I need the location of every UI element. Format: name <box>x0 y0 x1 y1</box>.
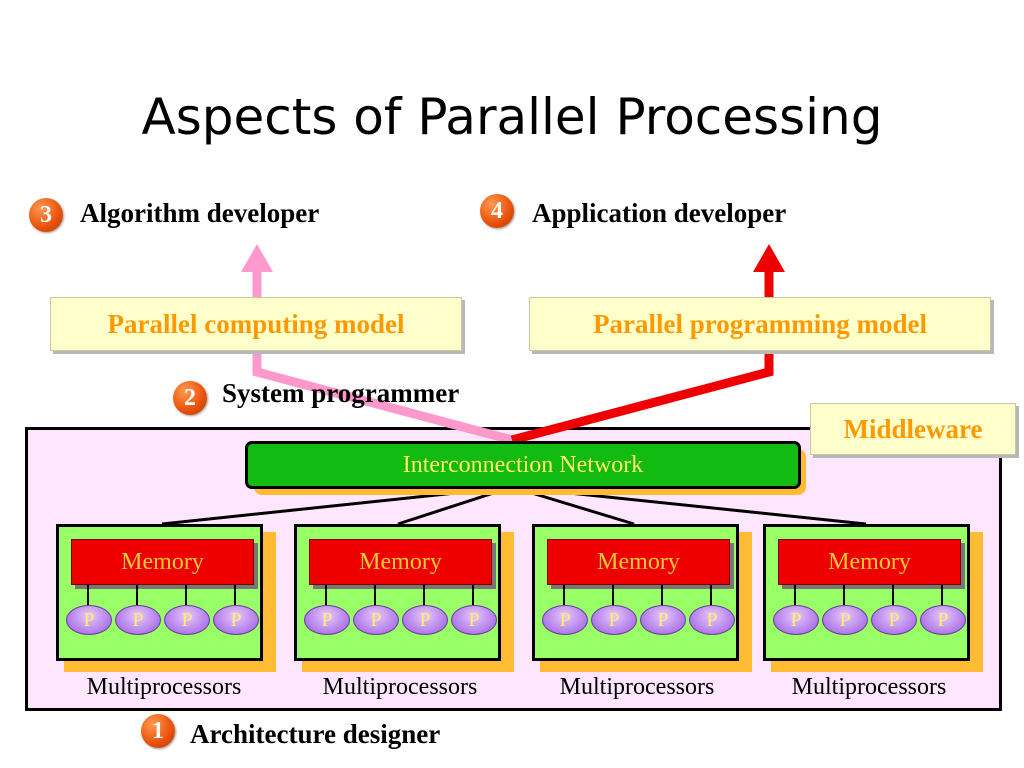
multiprocessor-block: Memory P P P P <box>294 524 501 661</box>
multiprocessor-caption: Multiprocessors <box>559 674 715 700</box>
role-label-system-programmer: System programmer <box>222 378 460 408</box>
computing-arrow <box>252 268 514 445</box>
memory-block: Memory <box>778 539 961 585</box>
slide-title: Aspects of Parallel Processing <box>141 88 883 146</box>
processor: P <box>773 605 819 635</box>
processor: P <box>304 605 350 635</box>
bus-link <box>794 585 796 605</box>
bus-link <box>374 585 376 605</box>
bus-link <box>472 585 474 605</box>
multiprocessor-block: Memory P P P P <box>763 524 970 661</box>
processor: P <box>871 605 917 635</box>
processor: P <box>822 605 868 635</box>
memory-block: Memory <box>309 539 492 585</box>
multiprocessor-caption: Multiprocessors <box>322 674 478 700</box>
parallel-programming-model-box: Parallel programming model <box>529 297 991 351</box>
bus-link <box>563 585 565 605</box>
role-label-architecture-designer: Architecture designer <box>190 719 441 749</box>
bus-link <box>941 585 943 605</box>
bus-link <box>185 585 187 605</box>
processor: P <box>164 605 210 635</box>
programming-arrow-head <box>753 244 785 272</box>
processor: P <box>640 605 686 635</box>
role-badge-2: 2 <box>173 381 207 415</box>
processor: P <box>213 605 259 635</box>
role-label-application-developer: Application developer <box>532 198 787 228</box>
processor: P <box>451 605 497 635</box>
multiprocessor-caption: Multiprocessors <box>86 674 242 700</box>
parallel-computing-model-box: Parallel computing model <box>50 297 462 351</box>
processor: P <box>591 605 637 635</box>
processor: P <box>689 605 735 635</box>
bus-link <box>710 585 712 605</box>
processor: P <box>402 605 448 635</box>
role-badge-1: 1 <box>141 714 175 748</box>
role-badge-3: 3 <box>29 198 63 232</box>
middleware-box: Middleware <box>810 403 1016 455</box>
computing-arrow-head <box>241 244 273 272</box>
interconnection-network: Interconnection Network <box>245 441 801 489</box>
bus-link <box>423 585 425 605</box>
bus-link <box>661 585 663 605</box>
multiprocessor-block: Memory P P P P <box>532 524 739 661</box>
bus-link <box>325 585 327 605</box>
processor: P <box>920 605 966 635</box>
role-badge-4: 4 <box>480 194 514 228</box>
programming-arrow <box>510 268 774 445</box>
bus-link <box>234 585 236 605</box>
processor: P <box>115 605 161 635</box>
memory-block: Memory <box>71 539 254 585</box>
role-label-algorithm-developer: Algorithm developer <box>80 198 320 228</box>
multiprocessor-caption: Multiprocessors <box>791 674 947 700</box>
processor: P <box>353 605 399 635</box>
bus-link <box>87 585 89 605</box>
multiprocessor-block: Memory P P P P <box>56 524 263 661</box>
processor: P <box>542 605 588 635</box>
bus-link <box>136 585 138 605</box>
bus-link <box>612 585 614 605</box>
memory-block: Memory <box>547 539 730 585</box>
processor: P <box>66 605 112 635</box>
bus-link <box>892 585 894 605</box>
bus-link <box>843 585 845 605</box>
